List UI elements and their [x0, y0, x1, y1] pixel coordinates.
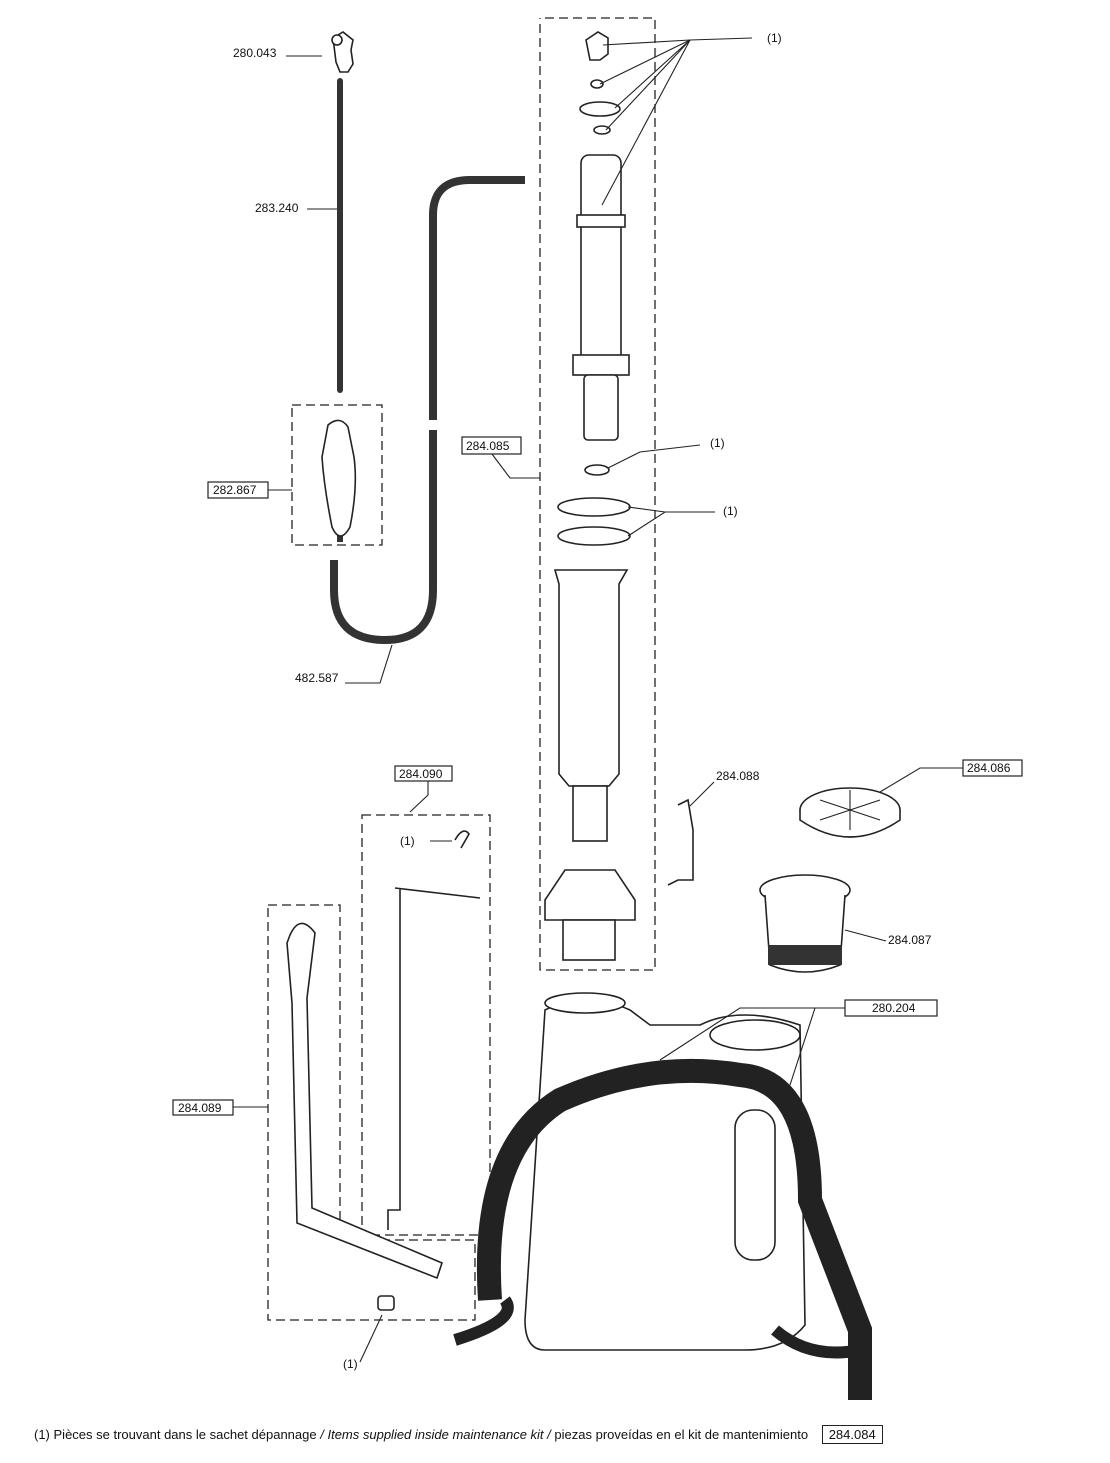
- label-hose: 482.587: [295, 671, 339, 685]
- footer-sep: /: [547, 1427, 551, 1442]
- label-lance: 283.240: [255, 201, 299, 215]
- label-filter-basket: 284.087: [888, 933, 932, 947]
- label-kit-ref: (1): [723, 504, 738, 518]
- label-kit-ref: (1): [400, 834, 415, 848]
- filter-basket-part: [759, 874, 851, 973]
- footer-sep: /: [320, 1427, 324, 1442]
- label-tank-cap: 284.086: [967, 761, 1011, 775]
- hose-part: [330, 176, 525, 645]
- strap-part: [476, 1058, 872, 1400]
- footer-marker: (1): [34, 1427, 50, 1442]
- maintenance-kit-number: 284.084: [821, 1425, 883, 1444]
- label-tank-strap: 280.204: [872, 1001, 916, 1015]
- tank-cap-part: [799, 787, 901, 838]
- label-handle-valve: 282.867: [213, 483, 257, 497]
- label-kit-ref: (1): [767, 31, 782, 45]
- label-pump-assembly: 284.085: [466, 439, 510, 453]
- footer-text-fr: Pièces se trouvant dans le sachet dépann…: [53, 1427, 317, 1442]
- handle-valve-group: [291, 404, 383, 546]
- pump-parts: [544, 31, 636, 961]
- pump-lever-group: [361, 814, 491, 1236]
- tank-part: [453, 992, 872, 1400]
- label-kit-ref: (1): [710, 436, 725, 450]
- label-pump-lever: 284.090: [399, 767, 443, 781]
- footer-text-en: Items supplied inside maintenance kit: [327, 1427, 544, 1442]
- label-lever-handle: 284.089: [178, 1101, 222, 1115]
- label-nozzle: 280.043: [233, 46, 277, 60]
- lever-handle-part: [286, 922, 443, 1280]
- footer-text-es: piezas proveídas en el kit de mantenimie…: [554, 1427, 809, 1442]
- lever-handle-group: [267, 904, 476, 1321]
- handle-valve-part: [321, 419, 357, 537]
- nozzle-part: [331, 31, 354, 73]
- label-bracket: 284.088: [716, 769, 760, 783]
- footer-note: (1) Pièces se trouvant dans le sachet dé…: [34, 1425, 883, 1444]
- pump-assembly-group: [539, 17, 656, 971]
- bracket-part: [667, 798, 694, 886]
- label-kit-ref: (1): [343, 1357, 358, 1371]
